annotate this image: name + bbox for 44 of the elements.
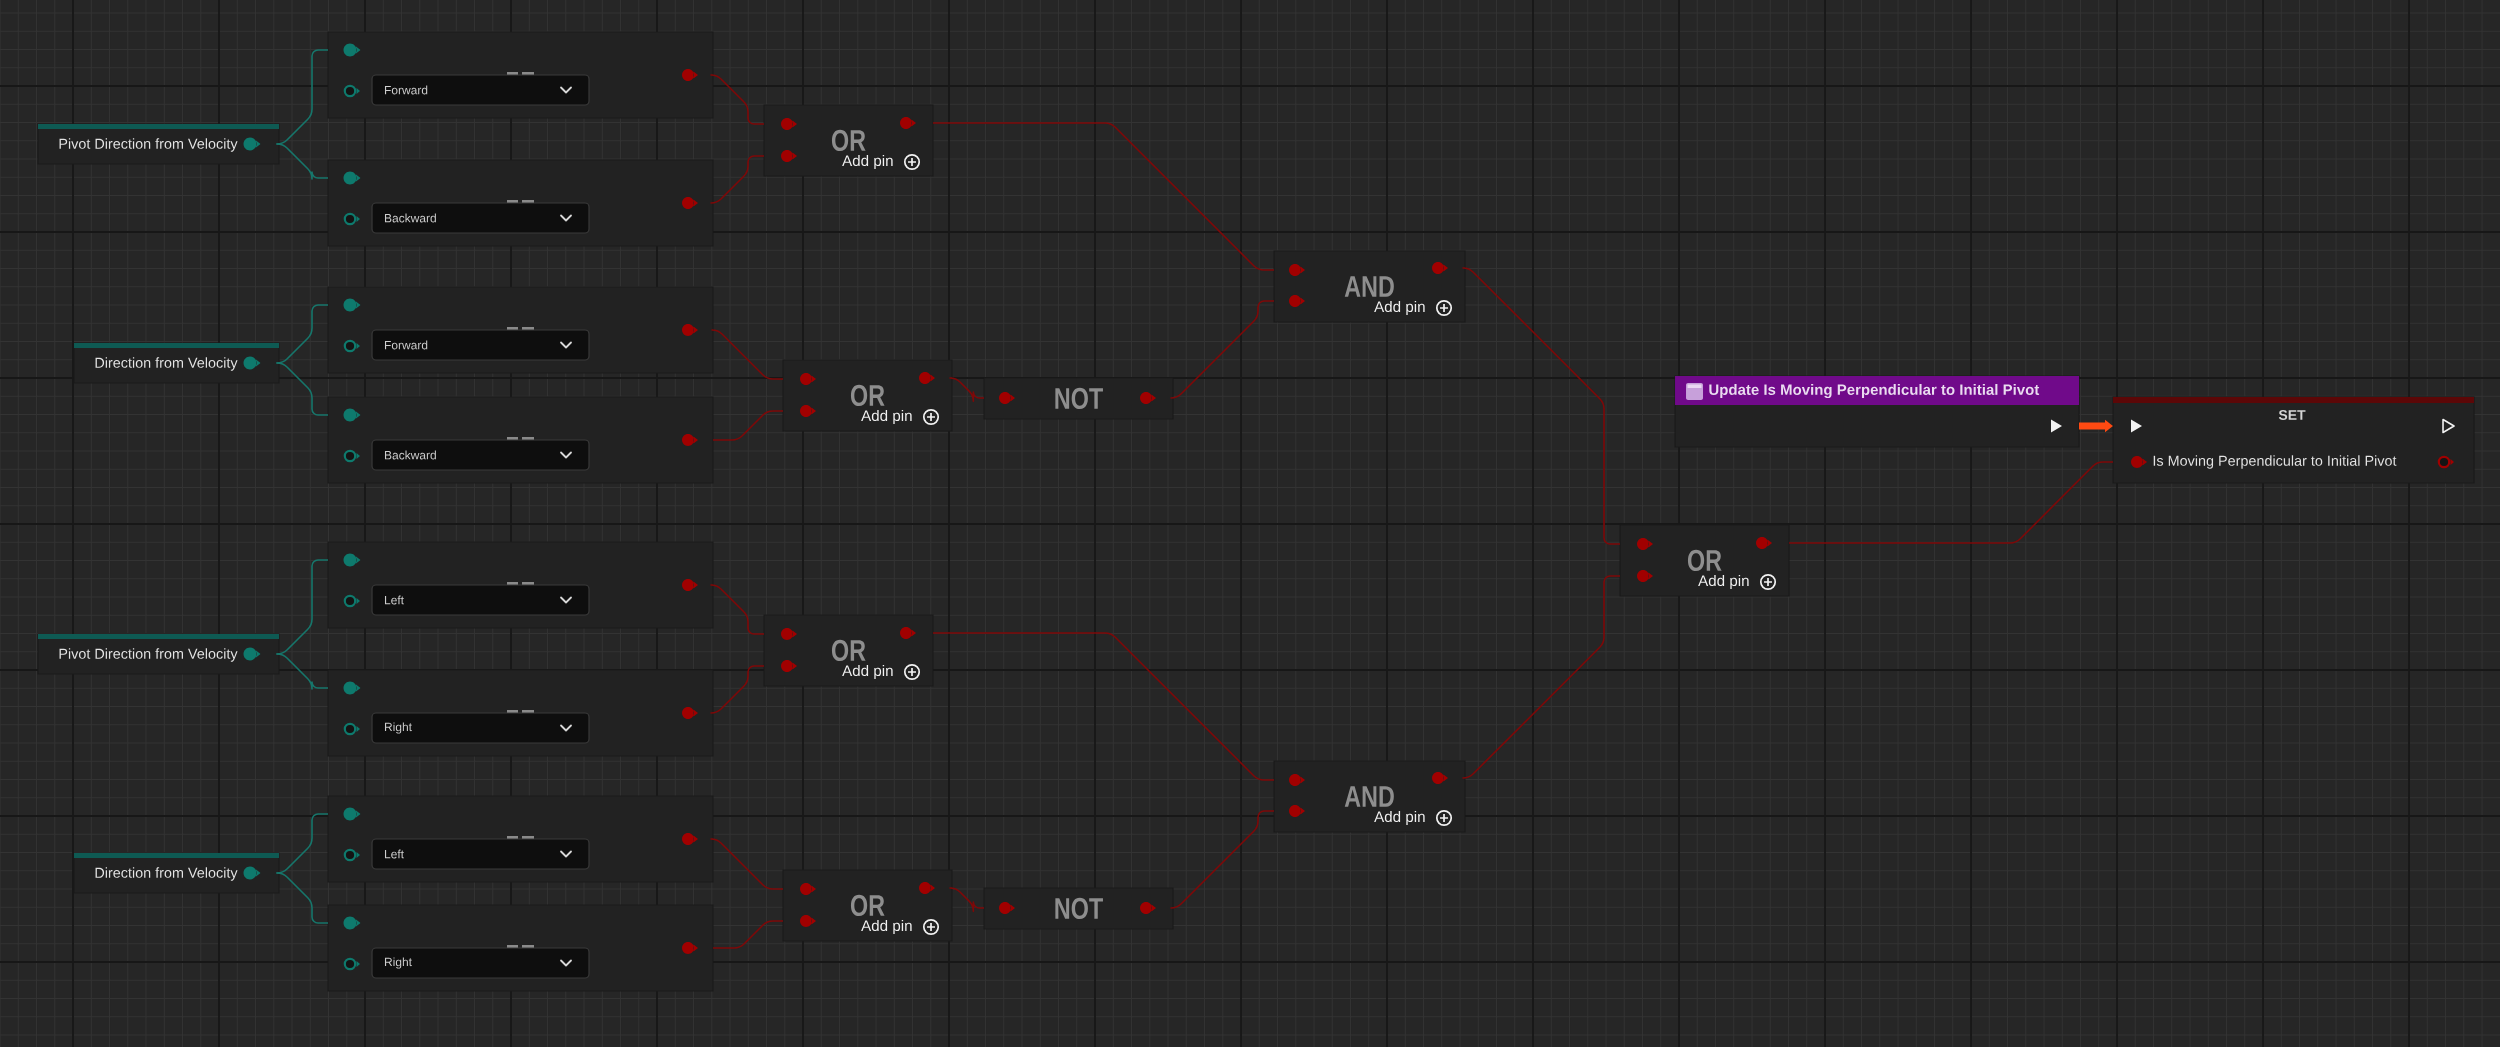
wire (949, 887, 985, 913)
wire (1170, 300, 1275, 399)
dropdown: Backward (371, 202, 590, 234)
variable-node: Direction from Velocity (73, 342, 280, 384)
add-pin-label: Add pin (861, 409, 912, 425)
add-pin-label: Add pin (861, 919, 912, 935)
wire (276, 653, 329, 690)
dropdown: Right (371, 712, 590, 744)
wire (1170, 810, 1275, 909)
add-pin-label: Add pin (1698, 574, 1749, 590)
wire (276, 362, 329, 416)
add-pin-label: Add pin (842, 664, 893, 680)
event-node: Update Is Moving Perpendicular to Initial Pivot (1674, 375, 2080, 448)
wire (1788, 461, 2114, 544)
variable-node: Pivot Direction from Velocity (37, 633, 280, 675)
variable-node: Pivot Direction from Velocity (37, 123, 280, 165)
wire (711, 329, 784, 380)
wire (276, 872, 329, 924)
wire (932, 122, 1275, 271)
wire (932, 632, 1275, 781)
wire (1462, 575, 1621, 779)
wire (1462, 267, 1621, 545)
wire (276, 143, 329, 180)
add-pin-label: Add pin (1374, 810, 1425, 826)
wire (710, 74, 765, 125)
dropdown: Left (371, 838, 590, 870)
wire (712, 920, 784, 949)
logic-node: NOT (983, 887, 1174, 930)
dropdown: Forward (371, 329, 590, 361)
add-pin-label: Add pin (842, 154, 893, 170)
wire (710, 838, 784, 890)
logic-node: NOT (983, 377, 1174, 420)
wire (710, 665, 765, 714)
pin-label: Is Moving Perpendicular to Initial Pivot (2153, 455, 2397, 469)
wire (712, 410, 784, 441)
add-pin-label: Add pin (1374, 300, 1425, 316)
dropdown: Right (371, 947, 590, 979)
dropdown: Left (371, 584, 590, 616)
wire (949, 377, 985, 403)
variable-node: Direction from Velocity (73, 852, 280, 894)
wire (710, 155, 765, 204)
wire (710, 584, 765, 635)
dropdown: Forward (371, 74, 590, 106)
dropdown: Backward (371, 439, 590, 471)
